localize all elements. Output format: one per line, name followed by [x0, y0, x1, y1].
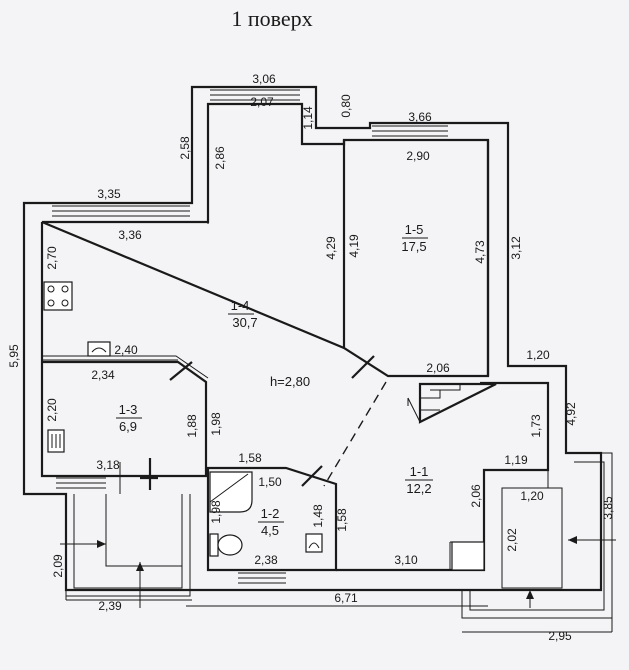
room-area: 30,7	[232, 315, 257, 330]
dim-label: 2,09	[51, 554, 65, 578]
dim-label: 2,40	[114, 343, 138, 357]
dim-label: 2,38	[254, 553, 278, 567]
dim-label: 1,48	[311, 504, 325, 528]
dim-label: 3,85	[601, 496, 615, 520]
sink-icon	[87, 341, 111, 357]
room-1-4: 1-4 30,7	[228, 298, 258, 330]
dim-label: 0,80	[339, 94, 353, 118]
arrow-up-icon	[526, 590, 534, 599]
dim-label: 4,73	[473, 240, 487, 264]
dim-label: 6,71	[334, 591, 358, 605]
dim-label: 2,06	[469, 484, 483, 508]
dim-label: 2,20	[45, 398, 59, 422]
plan-title: 1 поверх	[231, 6, 312, 31]
dim-label: 3,36	[118, 228, 142, 242]
dim-label: 1,14	[301, 106, 315, 130]
entry-arrows	[60, 536, 616, 608]
dim-label: 1,58	[335, 508, 349, 532]
dim-label: 1,98	[209, 412, 223, 436]
dim-label: 1,20	[526, 348, 550, 362]
dim-label: 5,95	[7, 344, 21, 368]
porch-left	[65, 462, 191, 597]
staircase	[407, 382, 497, 424]
dim-label: 2,70	[45, 246, 59, 270]
dim-label: 3,18	[96, 458, 120, 472]
room-area: 6,9	[119, 419, 137, 434]
dim-label: 2,95	[548, 629, 572, 643]
room-id: 1-1	[410, 464, 429, 479]
dim-label: 3,10	[394, 553, 418, 567]
dim-label: 1,58	[238, 451, 262, 465]
room-1-1: 1-1 12,2	[405, 464, 433, 496]
room-1-2: 1-2 4,5	[258, 506, 284, 538]
dim-label: 2,06	[426, 361, 450, 375]
arrow-right-icon	[97, 540, 106, 548]
arrow-up-icon	[136, 562, 144, 571]
room-area: 12,2	[406, 481, 431, 496]
windows	[52, 89, 448, 584]
room-id: 1-2	[261, 506, 280, 521]
window-left-top	[52, 205, 190, 217]
dim-label: 1,50	[258, 475, 282, 489]
dimension-lines	[23, 232, 613, 633]
ceiling-height: h=2,80	[270, 374, 310, 389]
room-id: 1-3	[119, 402, 138, 417]
toilet-icon	[209, 533, 243, 557]
room-1-5: 1-5 17,5	[401, 222, 428, 254]
dim-label: 4,92	[564, 402, 578, 426]
dim-label: 2,90	[406, 149, 430, 163]
dim-label: 2,07	[250, 95, 274, 109]
dim-label: 3,12	[509, 236, 523, 260]
washbasin-icon	[305, 533, 323, 553]
dim-label: 4,19	[347, 234, 361, 258]
dim-label: 1,98	[209, 500, 223, 524]
shower-icon	[209, 471, 253, 513]
dim-label: 4,29	[324, 236, 338, 260]
room-labels: 1-4 30,7 1-5 17,5 1-3 6,9 1-1 12,2 1-2 4…	[116, 222, 433, 538]
room-id: 1-5	[405, 222, 424, 237]
dim-label: 2,58	[178, 136, 192, 160]
porch-step-icon	[451, 541, 485, 571]
window-bottom-left	[56, 477, 106, 489]
door-marks	[140, 355, 375, 490]
dimension-labels: 3,06 2,07 1,14 0,80 3,66 2,90 2,58 2,86 …	[7, 72, 615, 643]
fixtures	[43, 281, 485, 571]
boiler-icon	[47, 429, 65, 453]
dim-label: 1,73	[529, 414, 543, 438]
dim-label: 3,06	[252, 72, 276, 86]
window-top-right	[372, 125, 448, 137]
stove-icon	[43, 281, 73, 311]
dim-label: 1,88	[185, 414, 199, 438]
dim-label: 2,86	[213, 146, 227, 170]
window-bottom-wc	[238, 572, 286, 584]
dim-label: 2,39	[98, 599, 122, 613]
arrow-left-icon	[568, 536, 577, 544]
dim-label: 1,19	[504, 453, 528, 467]
arch-opening-line	[323, 381, 387, 487]
dim-label: 2,02	[505, 528, 519, 552]
dim-label: 2,34	[91, 368, 115, 382]
room-area: 4,5	[261, 523, 279, 538]
room-1-3: 1-3 6,9	[116, 402, 142, 434]
window-top	[210, 89, 300, 101]
dim-label: 3,66	[408, 110, 432, 124]
room-area: 17,5	[401, 239, 426, 254]
dim-label: 3,35	[97, 187, 121, 201]
room-id: 1-4	[231, 298, 250, 313]
dim-label: 1,20	[520, 489, 544, 503]
